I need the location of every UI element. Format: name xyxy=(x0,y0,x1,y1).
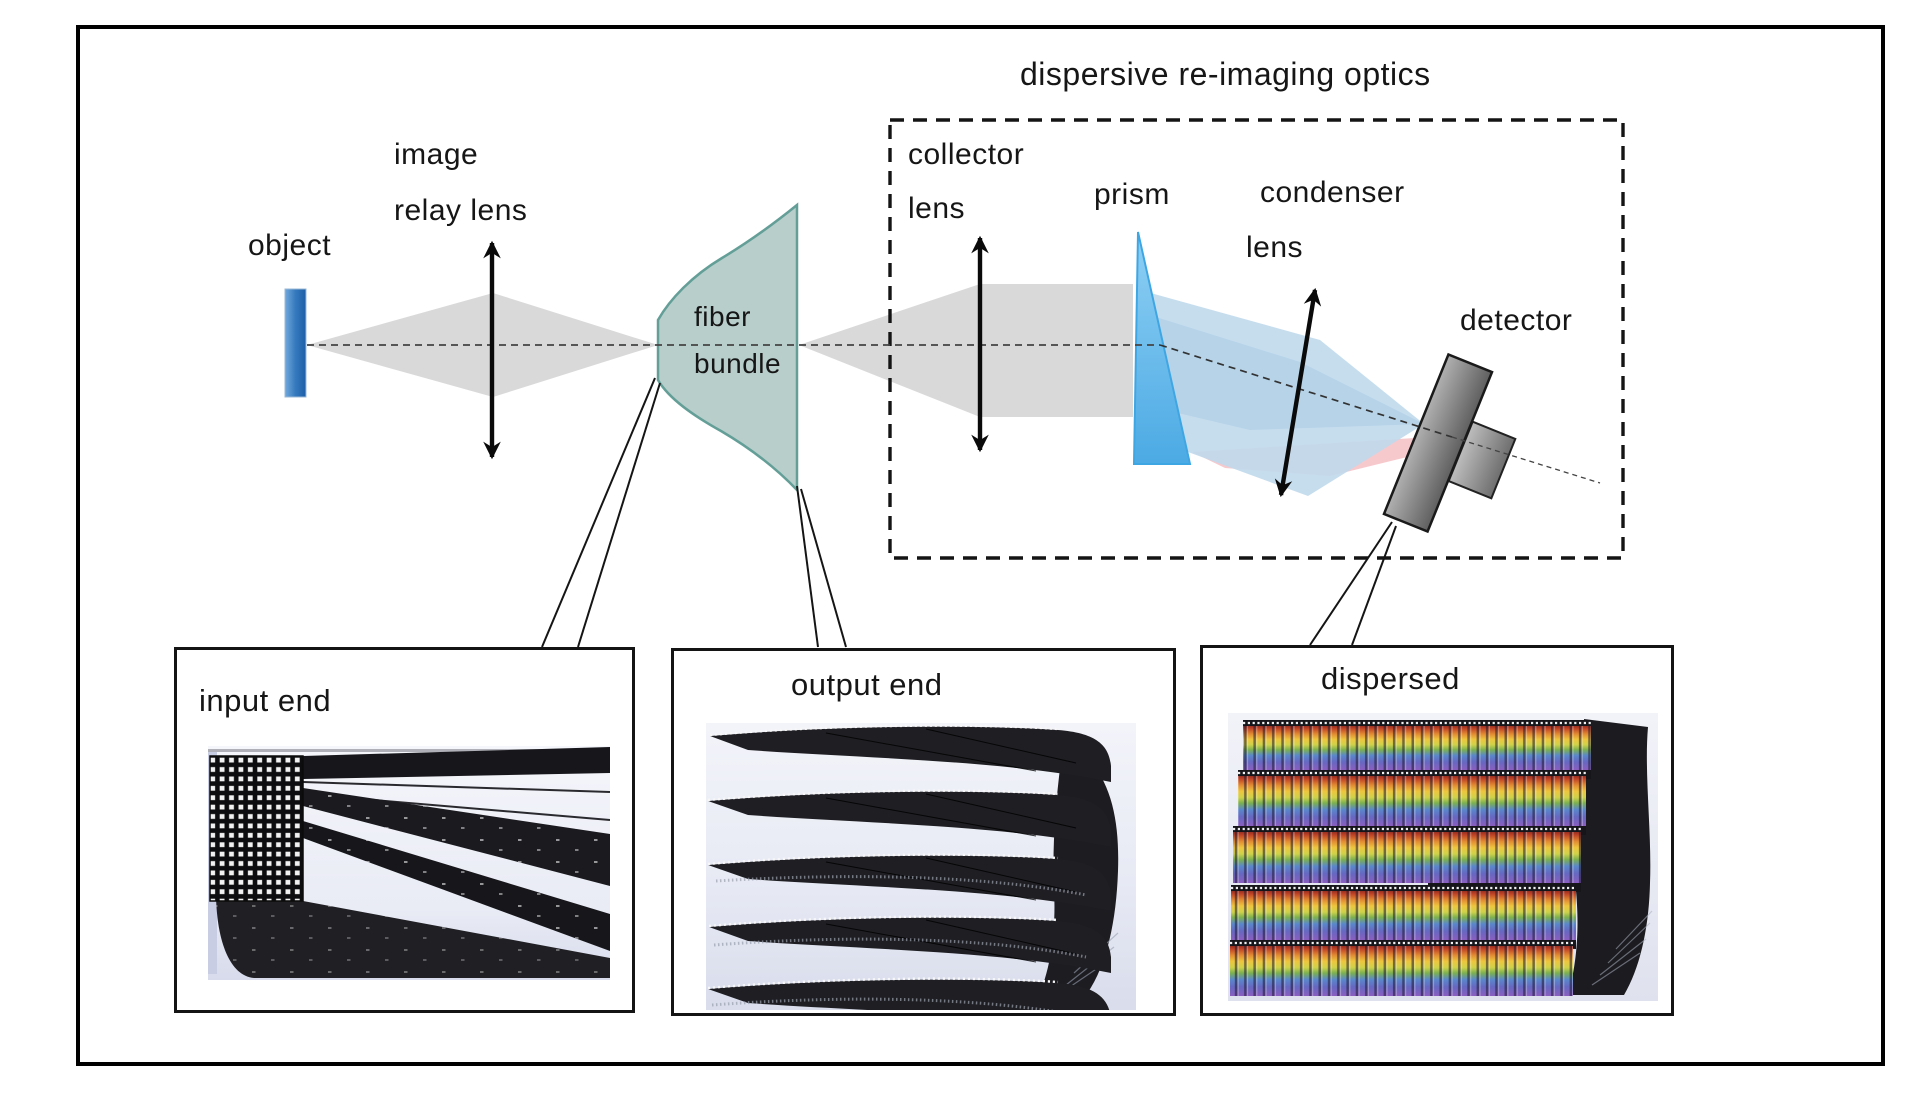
relay-beam xyxy=(307,293,658,397)
collector-beam xyxy=(799,284,1133,417)
dispersive-optics-dashed-box xyxy=(888,118,1625,560)
dispersive-optics-title: dispersive re-imaging optics xyxy=(1020,56,1431,92)
callout-line-dispersed-2 xyxy=(1351,525,1397,646)
collector-lens-label-line1: collector xyxy=(908,138,1025,171)
relay-lens-label-line2: relay lens xyxy=(394,194,528,227)
inset-label-output-end: output end xyxy=(791,667,943,702)
collector-lens-label-line2: lens xyxy=(908,192,966,225)
condenser-lens-label-line1: condenser xyxy=(1260,176,1405,209)
fiber-bundle-label-line2: bundle xyxy=(694,348,782,379)
callout-line-input-2 xyxy=(577,382,661,648)
callout-line-input-1 xyxy=(541,377,656,648)
callout-line-output-2 xyxy=(800,488,847,648)
condenser-lens-arrow-icon xyxy=(1274,287,1322,498)
detector-large-plate xyxy=(1382,352,1494,534)
condenser-lens-label-line2: lens xyxy=(1246,231,1304,264)
output-end-render xyxy=(706,723,1136,1010)
input-end-render xyxy=(208,746,610,980)
optical-axis-tail xyxy=(1451,436,1601,484)
inset-box-input-end: input end xyxy=(174,647,635,1013)
object-label: object xyxy=(248,229,332,262)
relay-lens-label-line1: image xyxy=(394,138,479,171)
detector-label: detector xyxy=(1460,304,1573,337)
prism-shape xyxy=(1132,231,1192,465)
fiber-bundle-label-line1: fiber xyxy=(694,301,751,332)
object-rect xyxy=(284,288,307,398)
optical-axis-refracted xyxy=(1159,344,1453,438)
dispersed-render xyxy=(1228,713,1658,1001)
callout-line-output-1 xyxy=(796,485,819,648)
prism-label: prism xyxy=(1094,178,1170,211)
inset-label-input-end: input end xyxy=(199,683,332,718)
inset-box-dispersed: dispersed xyxy=(1200,645,1674,1016)
inset-box-output-end: output end xyxy=(671,648,1176,1016)
inset-label-dispersed: dispersed xyxy=(1321,661,1460,696)
callout-line-dispersed-1 xyxy=(1309,521,1393,646)
